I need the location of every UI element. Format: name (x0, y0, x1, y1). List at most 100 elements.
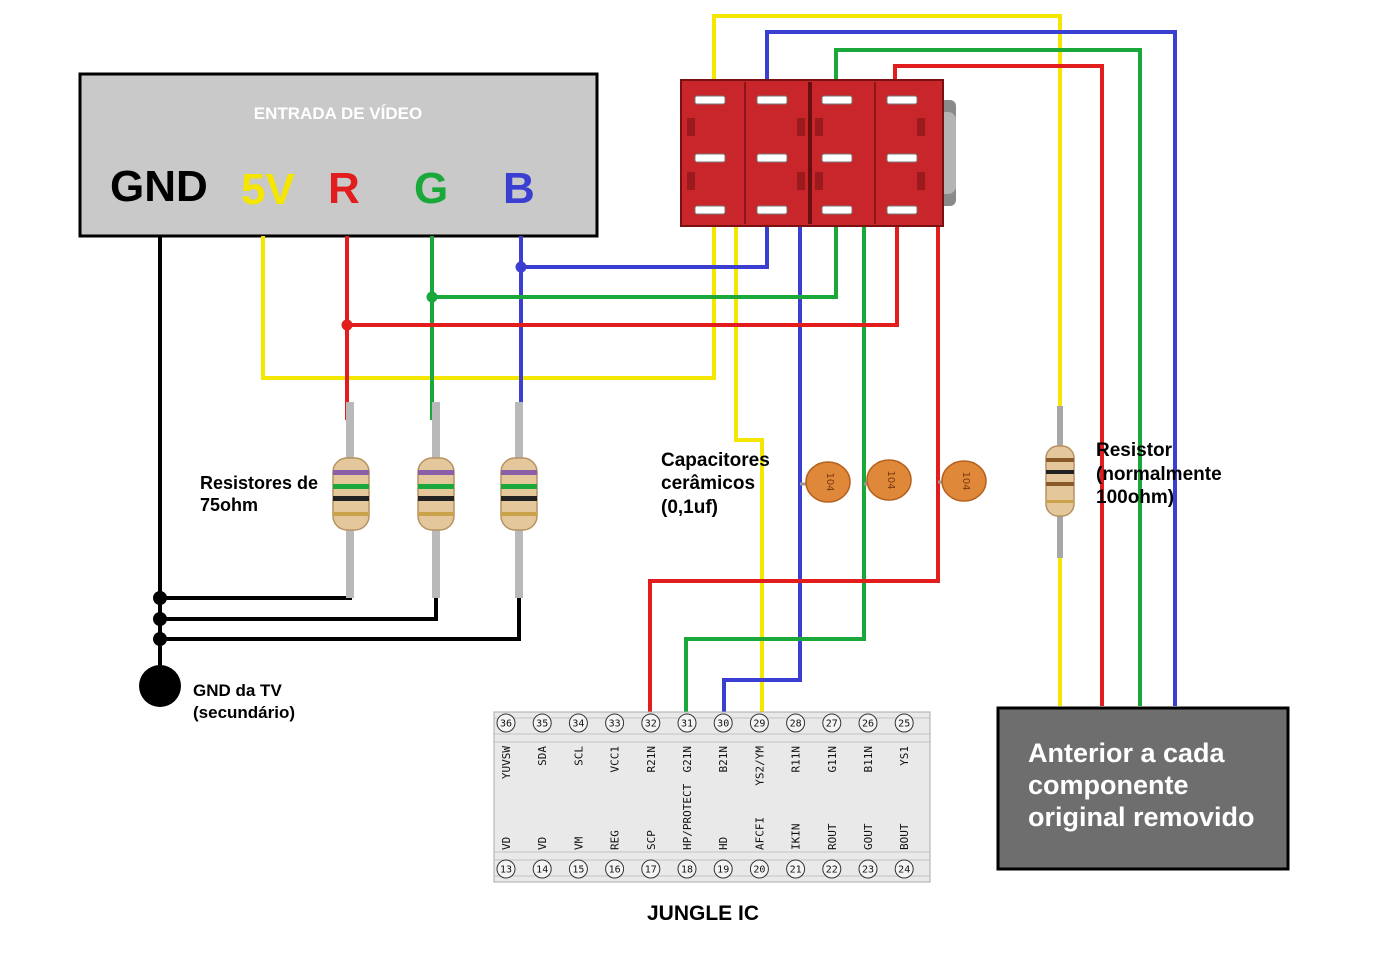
capacitors-label: Capacitores cerâmicos (0,1uf) (661, 450, 775, 518)
ic-top-pin-number: 26 (862, 719, 874, 730)
ic-bottom-pin-circle (641, 859, 661, 879)
ic-top-pin-circle (677, 713, 697, 733)
wire-green-switch (432, 210, 838, 299)
pin-label-r: R (328, 164, 360, 213)
gnd-tv-terminal (139, 665, 181, 707)
resistor-100-label: Resistor (normalmente 100ohm) (1096, 440, 1227, 508)
jungle-ic: 36YUVSW35SDA34SCL33VCC132R21N31G21N30B21… (493, 711, 931, 883)
ic-bottom-pin-name: HD (717, 837, 730, 850)
ic-top-pin-name: B21N (717, 746, 730, 773)
wire-green-top (834, 48, 1142, 706)
ic-top-pin-name: SCL (572, 746, 585, 766)
resistor-b (500, 402, 538, 598)
junction-blue (515, 261, 527, 273)
ic-bottom-pin-circle (568, 859, 588, 879)
ic-bottom-pin-number: 19 (717, 865, 729, 876)
pin-label-gnd: GND (110, 162, 208, 211)
ic-bottom-pin-circle (605, 859, 625, 879)
ic-bottom-pin-circle (496, 859, 516, 879)
ic-top-pin-number: 28 (790, 719, 802, 730)
ic-top-pin-name: G21N (681, 746, 694, 773)
ic-bottom-pin-number: 20 (753, 865, 765, 876)
ic-top-pin-circle (532, 713, 552, 733)
ic-bottom-pin-number: 17 (645, 865, 657, 876)
junction-gnd-2 (153, 612, 167, 626)
wire-gnd-r2 (160, 598, 438, 621)
junction-gnd-3 (153, 632, 167, 646)
resistors-75-label: Resistores de 75ohm (200, 473, 323, 515)
ic-top-pin-name: G11N (826, 746, 839, 773)
pin-label-g: G (414, 164, 448, 213)
toggle-switch (680, 79, 956, 227)
resistor-r (332, 402, 370, 598)
ic-bottom-pin-name: IKIN (790, 824, 803, 851)
ic-top-pin-number: 35 (536, 719, 548, 730)
ic-top-pin-number: 25 (898, 719, 910, 730)
ic-top-pin-number: 34 (572, 719, 584, 730)
ic-top-pin-circle (822, 713, 842, 733)
ic-body (493, 711, 931, 883)
ic-top-pin-name: B11N (862, 746, 875, 773)
ic-bottom-pin-name: HP/PROTECT (681, 783, 694, 850)
ic-bottom-pin-name: REG (609, 830, 622, 850)
wires (158, 14, 1177, 712)
ic-top-pin-name: SDA (536, 746, 549, 766)
capacitor-blue: 104 (800, 461, 851, 503)
capacitor-green: 104 (864, 459, 912, 501)
ic-bottom-pin-circle (749, 859, 769, 879)
ic-bottom-pin-number: 22 (826, 865, 838, 876)
ic-top-pin-circle (496, 713, 516, 733)
ic-bottom-pin-number: 23 (862, 865, 874, 876)
ic-bottom-pin-circle (894, 859, 914, 879)
ic-top-pin-circle (641, 713, 661, 733)
capacitor-red: 104 (938, 460, 987, 502)
junction-dots (139, 261, 527, 707)
ic-bottom-pin-name: VD (536, 837, 549, 850)
pin-label-5v: 5V (241, 165, 295, 214)
capacitor-code: 104 (885, 470, 896, 489)
wire-gnd-r3 (160, 598, 521, 641)
jungle-ic-label: JUNGLE IC (647, 902, 759, 925)
ceramic-capacitors: 104 104 104 (800, 459, 987, 503)
ic-bottom-pin-name: ROUT (826, 823, 839, 850)
ic-top-pin-number: 33 (609, 719, 621, 730)
wire-red-ic (648, 157, 940, 712)
ic-top-pin-number: 36 (500, 719, 512, 730)
ic-bottom-pin-circle (677, 859, 697, 879)
ic-top-pin-number: 27 (826, 719, 838, 730)
video-input-box: ENTRADA DE VÍDEO GND 5V R G B (78, 72, 599, 238)
resistors-75ohm (332, 402, 538, 598)
wire-yellow-ic (700, 157, 764, 712)
ic-top-pin-number: 31 (681, 719, 693, 730)
ic-bottom-pin-number: 21 (790, 865, 802, 876)
ic-bottom-pin-circle (532, 859, 552, 879)
wire-gnd-r1 (160, 588, 352, 600)
ic-bottom-pin-number: 24 (898, 865, 910, 876)
junction-gnd-1 (153, 591, 167, 605)
junction-green (426, 291, 438, 303)
gnd-tv-label: GND da TV (secundário) (193, 681, 295, 722)
ic-bottom-pin-number: 13 (500, 865, 512, 876)
ic-bottom-pins: 13VD14VD15VM16REG17SCP18HP/PROTECT19HD20… (496, 783, 914, 879)
ic-top-pin-circle (568, 713, 588, 733)
wire-blue-top (765, 30, 1177, 706)
ic-bottom-pin-name: AFCFI (753, 817, 766, 850)
ic-bottom-pin-circle (822, 859, 842, 879)
ic-bottom-pin-name: SCP (645, 830, 658, 850)
ic-bottom-pin-circle (858, 859, 878, 879)
original-box-line-2: componente (1028, 770, 1189, 800)
ic-top-pins: 36YUVSW35SDA34SCL33VCC132R21N31G21N30B21… (496, 713, 914, 786)
ic-top-pin-circle (858, 713, 878, 733)
wire-yellow-top (712, 14, 1062, 410)
original-box-line-1: Anterior a cada (1028, 738, 1226, 768)
original-box-line-3: original removido (1028, 802, 1255, 832)
ic-top-pin-number: 32 (645, 719, 657, 730)
ic-top-pin-circle (894, 713, 914, 733)
resistor-g (417, 402, 455, 598)
svg-text:Anterior a cada componen: Anterior a cada componente original remo… (1028, 738, 1255, 832)
ic-bottom-pin-name: VM (572, 836, 585, 850)
ic-top-pin-circle (713, 713, 733, 733)
ic-top-pin-circle (605, 713, 625, 733)
ic-bottom-pin-number: 14 (536, 865, 548, 876)
ic-bottom-pin-name: VD (500, 837, 513, 850)
